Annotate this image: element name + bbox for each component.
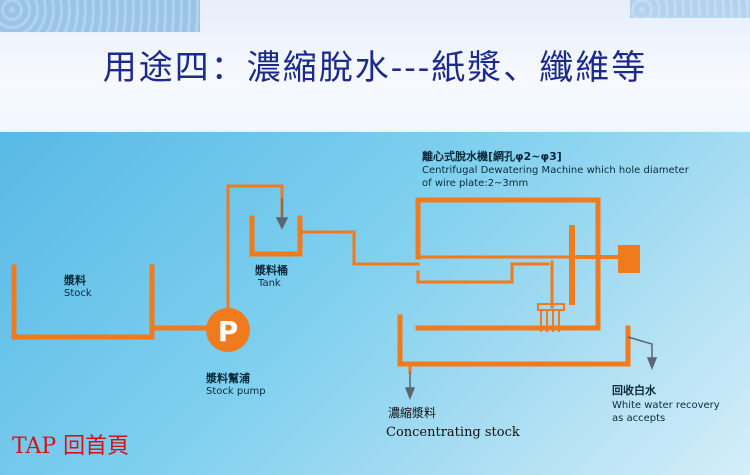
white-water-label-zh: 回收白水 bbox=[612, 384, 656, 397]
stock-label-en: Stock bbox=[64, 288, 92, 299]
pump-to-tank-pipe bbox=[226, 184, 284, 310]
white-water-label-en-2: as accepts bbox=[612, 413, 666, 424]
page-title: 用途四：濃縮脫水---紙漿、纖維等 bbox=[102, 48, 648, 88]
header-texture-right bbox=[630, 0, 750, 18]
tank-label-zh: 漿料桶 bbox=[255, 264, 288, 277]
home-link[interactable]: TAP 回首頁 bbox=[12, 434, 130, 459]
concentrating-label-en: Concentrating stock bbox=[386, 425, 520, 440]
stock-label-zh: 漿料 bbox=[64, 274, 86, 287]
machine-label-en-2: of wire plate:2~3mm bbox=[422, 178, 529, 189]
pump-label-en: Stock pump bbox=[206, 386, 266, 397]
white-water-arrowhead bbox=[646, 357, 658, 371]
tank bbox=[249, 215, 303, 257]
tank-to-machine-pipe bbox=[298, 230, 420, 266]
tank-inlet-arrowhead bbox=[275, 217, 289, 230]
white-water-label-en-1: White water recovery bbox=[612, 400, 720, 411]
inner-drum bbox=[416, 262, 550, 284]
process-diagram-svg bbox=[11, 184, 658, 401]
concentrate-arrowhead bbox=[404, 387, 416, 401]
machine-label-en-1: Centrifugal Dewatering Machine which hol… bbox=[422, 165, 689, 176]
process-diagram: P 離心式脫水機[網孔φ2~φ3] Centrifugal Dewatering… bbox=[0, 132, 750, 475]
machine-housing bbox=[415, 197, 601, 331]
machine-label-zh: 離心式脫水機[網孔φ2~φ3] bbox=[422, 150, 562, 163]
header-texture bbox=[0, 0, 200, 32]
discharge-channel bbox=[397, 314, 631, 367]
motor bbox=[618, 245, 640, 273]
screw-comb bbox=[537, 303, 565, 332]
pump-circle bbox=[206, 308, 250, 352]
stock-basin bbox=[11, 264, 155, 340]
tank-label-en: Tank bbox=[258, 278, 281, 289]
concentrating-label-zh: 濃縮漿料 bbox=[388, 406, 437, 420]
pump-symbol: P bbox=[217, 315, 239, 348]
pump-label-zh: 漿料幫浦 bbox=[206, 372, 250, 385]
